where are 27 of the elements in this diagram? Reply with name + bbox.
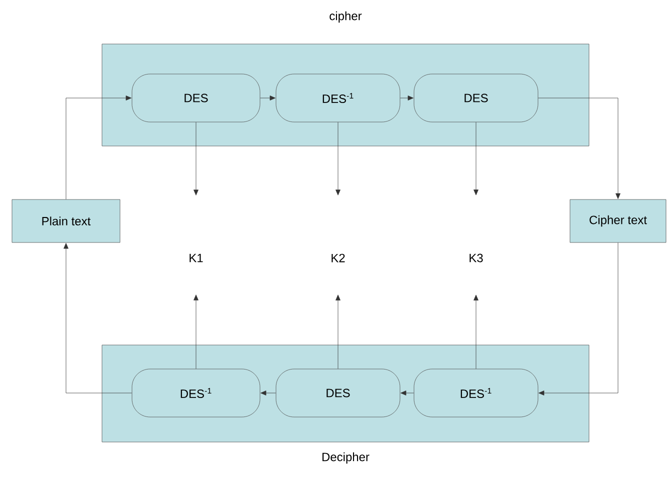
process-pill: DES$^{-1}$ [414,368,538,418]
arrow [474,294,478,369]
arrow [400,390,414,396]
arrow [194,122,198,196]
key-label: K2 [332,254,345,262]
arrow [336,122,340,196]
key-label: K3 [470,254,483,262]
arrow [336,294,340,369]
key-label: K1 [190,254,203,262]
text-box: Cipher text [570,199,666,243]
process-pill: DES [132,74,260,122]
arrow [538,242,618,396]
process-pill: DES$^{-1}$ [276,74,400,122]
arrow [260,96,276,100]
process-pill: DES$^{-1}$ [132,368,260,418]
arrow [194,294,198,369]
process-pill: DES [276,368,400,418]
text-box: Plain text [12,199,120,243]
arrow [538,98,620,199]
arrow [64,243,132,394]
arrow [260,390,276,396]
arrow [400,96,414,100]
panel-heading: cipher [330,11,362,23]
arrow [66,96,132,200]
process-pill: DES [414,74,538,122]
arrow [474,122,478,196]
panel-heading: Decipher [322,452,370,464]
